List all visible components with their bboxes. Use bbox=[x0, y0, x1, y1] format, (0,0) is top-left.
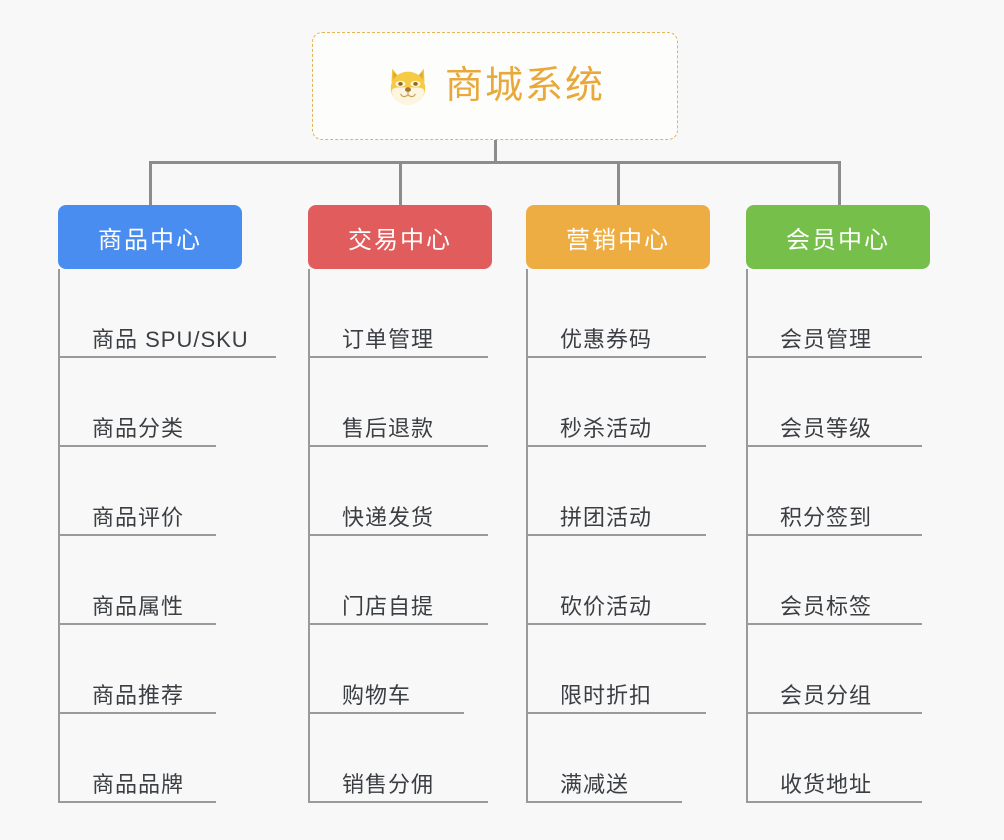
shiba-dog-icon bbox=[390, 68, 426, 105]
category-header-product-center[interactable]: 商品中心 bbox=[58, 205, 242, 269]
leaf-item[interactable]: 积分签到 bbox=[746, 447, 922, 536]
leaf-item[interactable]: 售后退款 bbox=[308, 358, 488, 447]
leaf-item[interactable]: 商品品牌 bbox=[58, 714, 216, 803]
column-spine-marketing-center bbox=[526, 269, 528, 803]
category-header-label: 营销中心 bbox=[566, 226, 670, 254]
leaf-item[interactable]: 订单管理 bbox=[308, 269, 488, 358]
root-node[interactable]: 商城系统 bbox=[312, 32, 678, 140]
column-spine-product-center bbox=[58, 269, 60, 803]
leaf-item-label: 会员管理 bbox=[780, 326, 873, 352]
connector-stem bbox=[494, 140, 497, 164]
column-spine-member-center bbox=[746, 269, 748, 803]
category-header-label: 交易中心 bbox=[348, 226, 452, 254]
category-header-trade-center[interactable]: 交易中心 bbox=[308, 205, 492, 269]
leaf-item-label: 拼团活动 bbox=[560, 504, 653, 530]
leaf-item-label: 商品 SPU/SKU bbox=[92, 326, 249, 352]
leaf-item[interactable]: 商品属性 bbox=[58, 536, 216, 625]
leaf-item[interactable]: 快递发货 bbox=[308, 447, 488, 536]
leaf-list-member-center: 会员管理会员等级积分签到会员标签会员分组收货地址 bbox=[746, 269, 930, 803]
leaf-item-label: 会员标签 bbox=[780, 593, 873, 619]
leaf-item-label: 快递发货 bbox=[342, 504, 435, 530]
leaf-item-label: 销售分佣 bbox=[342, 771, 435, 797]
category-header-member-center[interactable]: 会员中心 bbox=[746, 205, 930, 269]
leaf-item[interactable]: 收货地址 bbox=[746, 714, 922, 803]
leaf-item[interactable]: 拼团活动 bbox=[526, 447, 706, 536]
connector-drop-2 bbox=[617, 161, 620, 205]
leaf-item-label: 会员等级 bbox=[780, 415, 873, 441]
column-product-center: 商品中心商品 SPU/SKU 商品分类商品评价商品属性商品推荐商品品牌 bbox=[58, 205, 276, 803]
leaf-item-label: 砍价活动 bbox=[560, 593, 653, 619]
leaf-list-product-center: 商品 SPU/SKU 商品分类商品评价商品属性商品推荐商品品牌 bbox=[58, 269, 276, 803]
category-header-marketing-center[interactable]: 营销中心 bbox=[526, 205, 710, 269]
leaf-item[interactable]: 商品分类 bbox=[58, 358, 216, 447]
leaf-item-label: 商品属性 bbox=[92, 593, 185, 619]
leaf-item[interactable]: 商品推荐 bbox=[58, 625, 216, 714]
leaf-item[interactable]: 优惠券码 bbox=[526, 269, 706, 358]
leaf-item-label: 商品评价 bbox=[92, 504, 185, 530]
leaf-item-label: 售后退款 bbox=[342, 415, 435, 441]
category-header-label: 会员中心 bbox=[786, 226, 890, 254]
connector-horizontal-bar bbox=[149, 161, 841, 164]
leaf-item[interactable]: 会员等级 bbox=[746, 358, 922, 447]
leaf-item[interactable]: 会员分组 bbox=[746, 625, 922, 714]
column-spine-trade-center bbox=[308, 269, 310, 803]
leaf-item-label: 商品推荐 bbox=[92, 682, 185, 708]
leaf-item[interactable]: 砍价活动 bbox=[526, 536, 706, 625]
leaf-item[interactable]: 限时折扣 bbox=[526, 625, 706, 714]
connector-drop-3 bbox=[838, 161, 841, 205]
leaf-item[interactable]: 会员管理 bbox=[746, 269, 922, 358]
leaf-item-label: 订单管理 bbox=[342, 326, 435, 352]
leaf-item[interactable]: 秒杀活动 bbox=[526, 358, 706, 447]
leaf-list-marketing-center: 优惠券码秒杀活动拼团活动砍价活动限时折扣满减送 bbox=[526, 269, 710, 803]
leaf-item-label: 优惠券码 bbox=[560, 326, 653, 352]
column-member-center: 会员中心会员管理会员等级积分签到会员标签会员分组收货地址 bbox=[746, 205, 930, 803]
leaf-item-label: 商品品牌 bbox=[92, 771, 185, 797]
connector-drop-1 bbox=[399, 161, 402, 205]
leaf-item[interactable]: 购物车 bbox=[308, 625, 464, 714]
leaf-item-label: 秒杀活动 bbox=[560, 415, 653, 441]
leaf-item-label: 商品分类 bbox=[92, 415, 185, 441]
root-title: 商城系统 bbox=[444, 65, 605, 107]
leaf-item-label: 收货地址 bbox=[780, 771, 873, 797]
leaf-list-trade-center: 订单管理售后退款快递发货门店自提购物车销售分佣 bbox=[308, 269, 492, 803]
leaf-item-label: 满减送 bbox=[560, 771, 630, 797]
leaf-item-label: 限时折扣 bbox=[560, 682, 653, 708]
leaf-item-label: 积分签到 bbox=[780, 504, 873, 530]
leaf-item[interactable]: 商品 SPU/SKU bbox=[58, 269, 276, 358]
column-trade-center: 交易中心订单管理售后退款快递发货门店自提购物车销售分佣 bbox=[308, 205, 492, 803]
connector-drop-0 bbox=[149, 161, 152, 205]
leaf-item-label: 购物车 bbox=[342, 682, 412, 708]
leaf-item[interactable]: 门店自提 bbox=[308, 536, 488, 625]
leaf-item-label: 门店自提 bbox=[342, 593, 435, 619]
leaf-item[interactable]: 满减送 bbox=[526, 714, 682, 803]
leaf-item-label: 会员分组 bbox=[780, 682, 873, 708]
category-header-label: 商品中心 bbox=[98, 226, 202, 254]
column-marketing-center: 营销中心优惠券码秒杀活动拼团活动砍价活动限时折扣满减送 bbox=[526, 205, 710, 803]
leaf-item[interactable]: 商品评价 bbox=[58, 447, 216, 536]
leaf-item[interactable]: 会员标签 bbox=[746, 536, 922, 625]
leaf-item[interactable]: 销售分佣 bbox=[308, 714, 488, 803]
